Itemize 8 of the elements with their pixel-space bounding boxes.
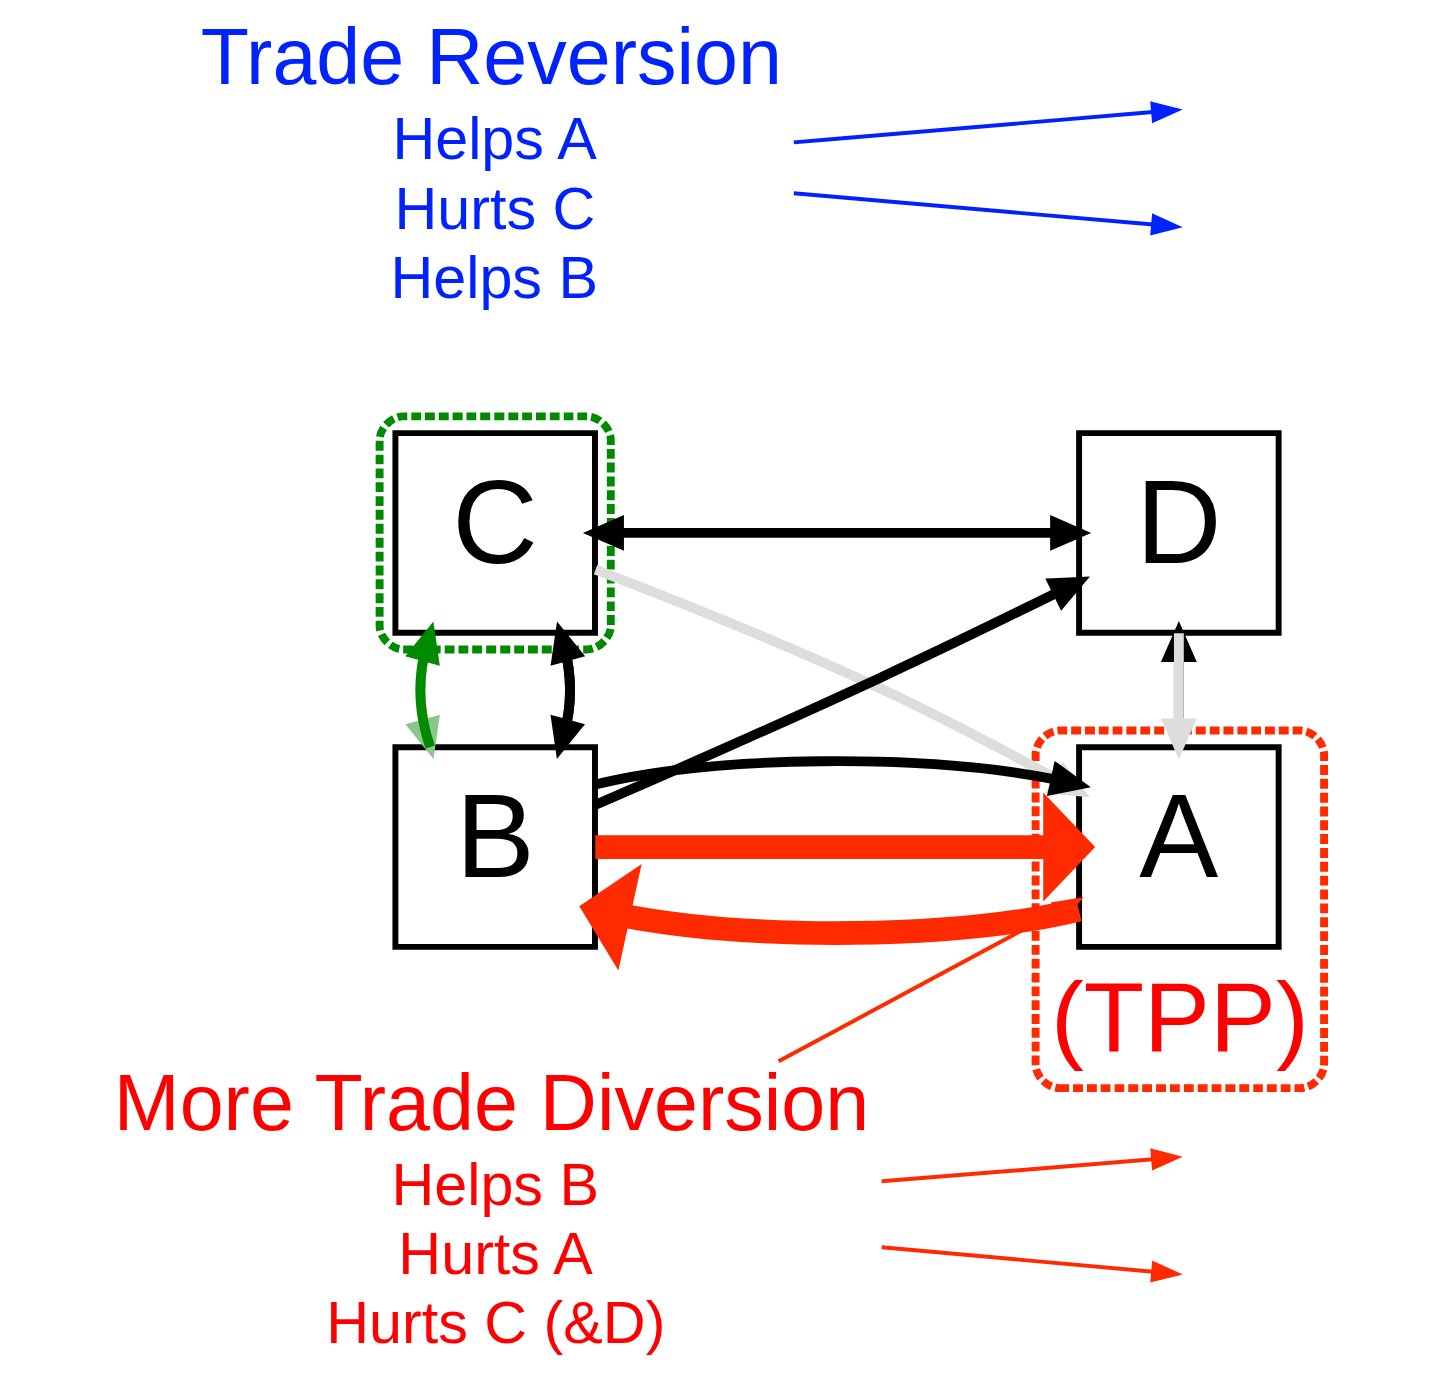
node-label: Hurts A: [398, 1219, 593, 1287]
node-label: Helps B: [390, 243, 598, 311]
node-label: Helps A: [392, 105, 597, 173]
node-label: Helps B: [391, 1150, 599, 1218]
node-label: Hurts C (&D): [326, 1289, 666, 1357]
node-text: Trade Reversion: [200, 12, 782, 102]
node-label: Hurts C: [394, 174, 596, 242]
node-text: More Trade Diversion: [113, 1057, 870, 1147]
